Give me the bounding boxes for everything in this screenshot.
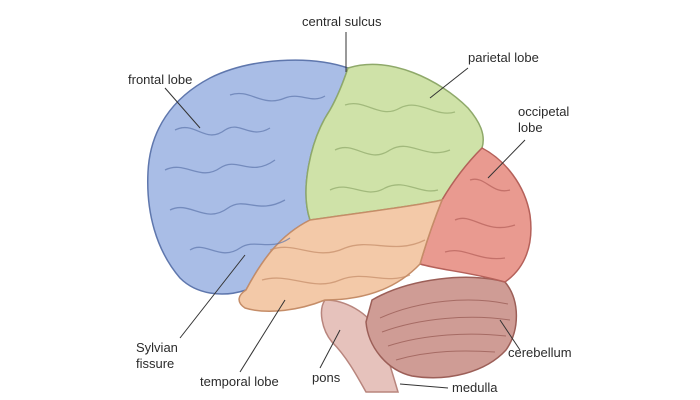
cerebellum-leader [499,319,521,351]
cerebellum-region [365,276,518,379]
temporal-lobe-region [238,198,444,312]
sylvian-fissure-leader [179,254,246,339]
label-parietal-lobe: parietal lobe [468,50,539,65]
frontal-lobe-leader [164,87,201,129]
label-cerebellum: cerebellum [508,345,572,360]
parietal-lobe-leader [429,67,469,99]
label-occipetal-lobe-line2: lobe [518,120,543,135]
label-sylvian-fissure-line1: Sylvian [136,340,178,355]
leader-lines [164,32,526,389]
temporal-lobe-leader [239,299,286,373]
brainstem-region [320,299,400,393]
label-sylvian-fissure-line2: fissure [136,356,175,371]
label-medulla: medulla [452,380,498,395]
gyri-texture [164,92,516,285]
cerebellum-folia [379,299,511,361]
label-central-sulcus: central sulcus [302,14,382,29]
medulla-leader [399,383,449,389]
label-pons: pons [312,370,341,385]
pons-leader [319,329,341,369]
label-occipetal-lobe-line1: occipetal [518,104,570,119]
occipetal-lobe-leader [487,139,526,179]
label-frontal-lobe: frontal lobe [128,72,193,87]
occipital-lobe-region [419,147,532,283]
label-temporal-lobe: temporal lobe [200,374,279,389]
